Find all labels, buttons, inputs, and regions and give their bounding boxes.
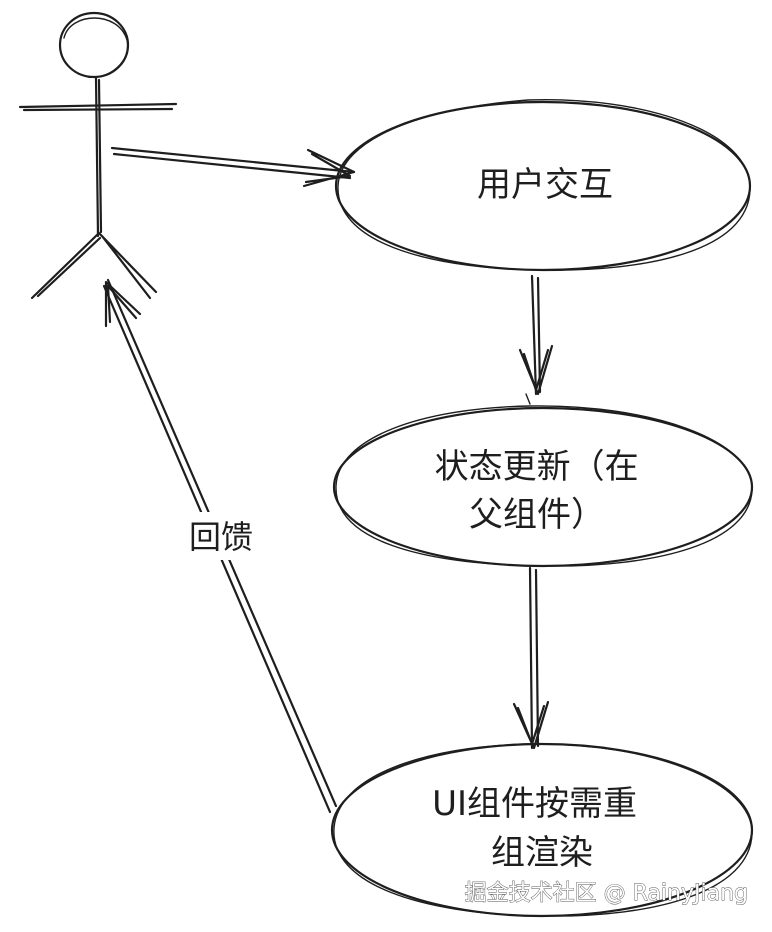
edge-ui-rerender-to-actor-label-bg xyxy=(172,512,268,560)
edge-ui-rerender-to-actor-label: 回馈 xyxy=(189,518,253,556)
actor-figure[interactable] xyxy=(18,11,178,300)
edge-ui-rerender-to-actor[interactable]: 回馈 xyxy=(102,278,338,814)
actor-body xyxy=(94,76,103,238)
node-user-interaction[interactable]: 用户交互 xyxy=(334,98,752,272)
actor-arms xyxy=(18,102,178,112)
node-ui-rerender-line-2: 组渲染 xyxy=(491,833,593,873)
edge-actor-to-user-interaction[interactable] xyxy=(110,146,356,188)
edge-actor-to-user-interaction-arrowhead xyxy=(302,148,356,188)
node-user-interaction-outline xyxy=(337,98,751,271)
node-ui-rerender-outline xyxy=(333,743,753,917)
node-state-update-line-2: 父组件） xyxy=(469,495,605,535)
node-state-update-label: 状态更新（在 父组件） xyxy=(435,447,650,535)
node-user-interaction-label: 用户交互 xyxy=(477,165,613,205)
node-state-update-shape xyxy=(332,406,754,568)
actor-head-outline xyxy=(63,17,129,78)
edge-state-update-to-ui-rerender-arrowhead xyxy=(512,700,550,750)
node-ui-rerender-line-1: UI组件按需重 xyxy=(432,784,637,824)
node-state-update-outline xyxy=(335,405,753,567)
node-user-interaction-line-1: 用户交互 xyxy=(477,165,613,205)
edge-user-interaction-to-state-update[interactable] xyxy=(518,274,554,405)
edge-state-update-to-ui-rerender[interactable] xyxy=(512,566,550,750)
node-ui-rerender[interactable]: UI组件按需重 组渲染 xyxy=(330,742,754,918)
actor-right-leg xyxy=(96,230,158,300)
actor-left-leg xyxy=(30,232,102,300)
edge-user-interaction-to-state-update-arrowhead xyxy=(518,344,554,396)
edge-state-update-to-ui-rerender-line xyxy=(528,566,540,750)
edge-ui-rerender-to-actor-arrowhead xyxy=(104,280,142,328)
edge-actor-to-user-interaction-line xyxy=(110,146,356,180)
edge-user-interaction-to-state-update-tail xyxy=(525,393,531,405)
node-ui-rerender-label: UI组件按需重 组渲染 xyxy=(432,784,648,873)
watermark: 掘金技术社区 @ RainyJiang xyxy=(465,881,748,906)
node-state-update-line-1: 状态更新（在 xyxy=(435,447,639,487)
edge-user-interaction-to-state-update-line xyxy=(530,274,542,396)
node-state-update[interactable]: 状态更新（在 父组件） xyxy=(332,405,754,568)
